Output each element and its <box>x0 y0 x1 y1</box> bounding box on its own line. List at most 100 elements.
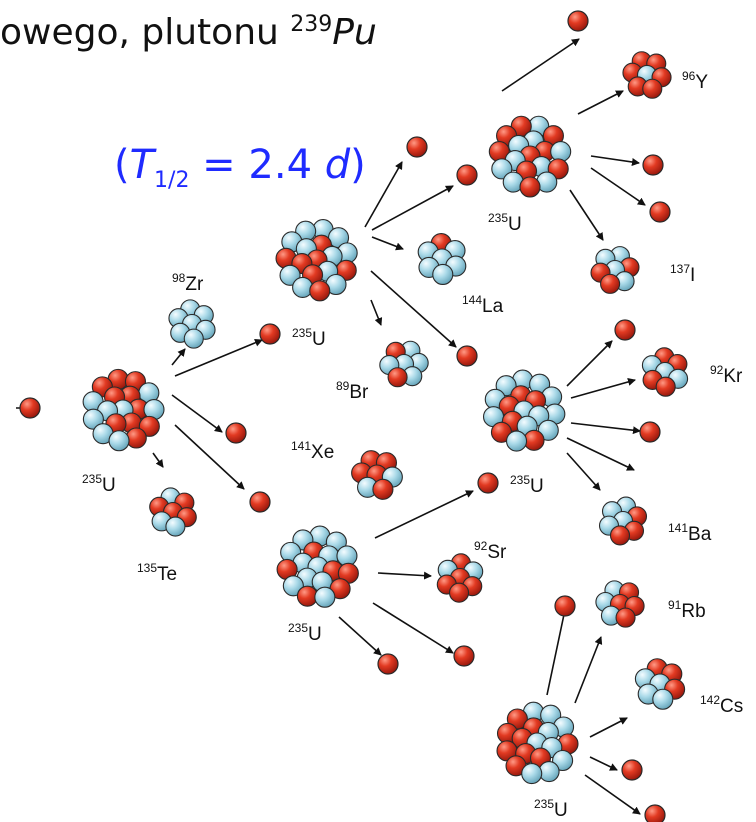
neutron <box>456 164 478 186</box>
arrow <box>577 90 624 115</box>
arrow <box>371 185 454 231</box>
neutron <box>377 653 399 675</box>
half-life-formula: (T1/2 = 2.4 d) <box>114 142 366 192</box>
label-u235-lower: 235U <box>288 621 322 645</box>
nucleus-u235-top-right <box>488 115 572 198</box>
neutron-in-nucleus <box>432 263 454 286</box>
proton <box>387 367 408 388</box>
halflife-value: = 2.4 <box>189 142 325 188</box>
halflife-symbol: T <box>129 142 155 188</box>
title-text: owego, plutonu <box>0 12 279 53</box>
nuclei-layer <box>82 51 689 785</box>
label-i137: 137I <box>670 262 695 286</box>
halflife-unit: d <box>324 142 351 188</box>
nucleus-rb91 <box>595 580 645 628</box>
page-title: owego, plutonu 239Pu <box>0 12 377 53</box>
arrow <box>364 161 403 228</box>
arrow <box>501 38 580 92</box>
neutron <box>642 154 664 176</box>
label-zr98: 98Zr <box>172 271 204 295</box>
arrow <box>370 270 457 348</box>
neutron-in-nucleus <box>165 516 186 537</box>
arrow <box>574 636 603 704</box>
neutron <box>225 422 247 444</box>
arrow <box>566 437 635 471</box>
nucleus-te135 <box>149 487 197 537</box>
neutron <box>554 595 576 617</box>
arrow <box>570 378 636 399</box>
neutron <box>567 10 589 32</box>
neutron-in-nucleus <box>292 276 314 299</box>
nucleus-y96 <box>622 51 672 99</box>
neutron-in-nucleus <box>550 141 572 163</box>
nucleus-br89 <box>379 340 429 388</box>
arrow <box>152 452 164 468</box>
neutron-in-nucleus <box>652 688 674 710</box>
neutron-in-nucleus <box>314 586 336 608</box>
nucleus-sr92 <box>436 553 484 603</box>
label-xe141: 141Xe <box>291 439 334 463</box>
arrow <box>590 155 640 166</box>
nucleus-u235-middle-right <box>482 369 566 452</box>
halflife-subscript: 1/2 <box>154 168 190 193</box>
label-u235-bottom-right: 235U <box>534 797 568 821</box>
arrow <box>590 167 646 206</box>
label-y96: 96Y <box>682 69 708 93</box>
label-u235-first: 235U <box>82 472 116 496</box>
arrow <box>174 338 263 377</box>
free-neutrons-layer <box>19 10 671 822</box>
neutron <box>249 491 271 513</box>
arrow <box>372 602 454 654</box>
label-u235-upper: 235U <box>292 326 326 350</box>
neutron <box>639 421 661 443</box>
halflife-close-paren: ) <box>350 142 366 188</box>
proton <box>519 176 541 198</box>
arrow <box>371 236 404 251</box>
neutron <box>19 397 41 419</box>
arrow <box>377 571 432 580</box>
nucleus-zr98 <box>168 299 216 349</box>
neutron-in-nucleus <box>521 762 543 785</box>
title-mass-number: 239 <box>290 12 333 37</box>
proton <box>448 582 470 603</box>
label-te135: 135Te <box>137 561 177 585</box>
label-kr92: 92Kr <box>710 363 743 387</box>
arrow <box>374 490 474 539</box>
neutron <box>456 345 478 367</box>
labels-layer: 235U 98Zr 135Te 235U 144La 89Br 141Xe 92… <box>82 69 743 821</box>
nucleus-ba141 <box>598 496 648 546</box>
neutron-in-nucleus <box>108 430 130 452</box>
neutron <box>259 323 281 345</box>
proton <box>655 376 676 397</box>
nucleus-u235-first <box>82 368 165 452</box>
arrow <box>171 394 223 433</box>
proton <box>615 607 636 628</box>
nucleus-kr92 <box>641 347 689 397</box>
label-rb91: 91Rb <box>668 598 706 622</box>
proton <box>600 273 621 294</box>
nucleus-xe141 <box>351 450 403 500</box>
nucleus-u235-bottom-right <box>496 701 579 785</box>
neutron-in-nucleus <box>183 328 204 349</box>
neutron <box>621 759 643 781</box>
nucleus-cs142 <box>634 658 686 710</box>
arrow <box>584 774 641 815</box>
halflife-open-paren: ( <box>114 142 130 188</box>
label-u235-top-right: 235U <box>488 211 522 235</box>
arrows-layer <box>16 38 646 815</box>
neutron <box>644 804 666 822</box>
proton <box>125 427 147 449</box>
arrow <box>171 348 186 366</box>
arrow <box>569 189 604 241</box>
arrow <box>566 452 601 491</box>
proton <box>642 78 663 99</box>
arrow <box>338 616 382 656</box>
nucleus-u235-upper <box>275 219 358 302</box>
proton <box>309 280 331 302</box>
label-br89: 89Br <box>336 379 369 403</box>
arrow <box>570 422 641 435</box>
label-la144: 144La <box>462 293 504 317</box>
arrow <box>589 717 628 738</box>
